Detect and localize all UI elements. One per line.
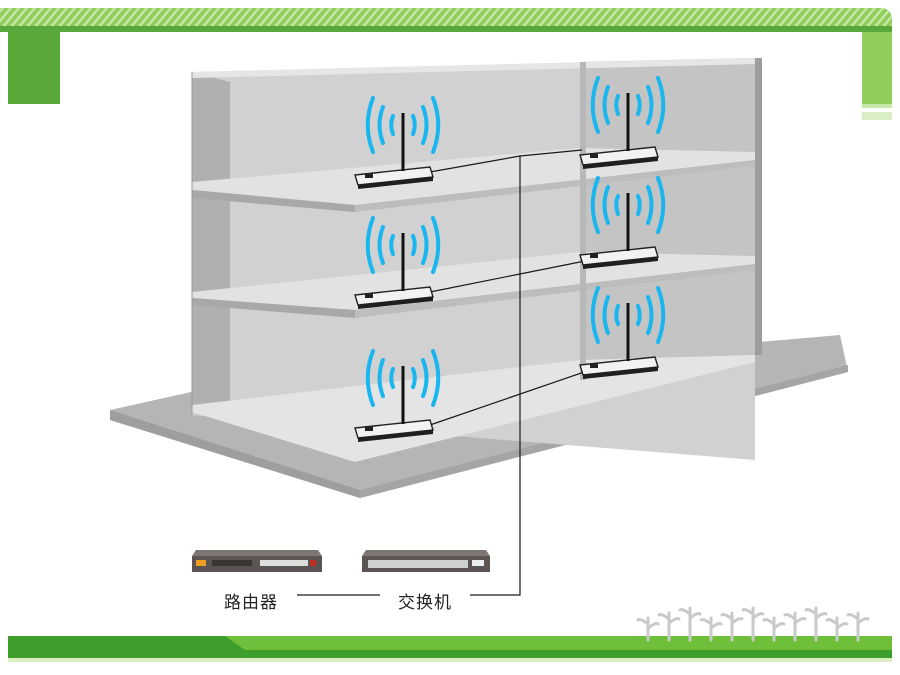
network-cables [297, 149, 591, 596]
rack-switch-icon [362, 550, 490, 572]
wireless-router-icon [354, 96, 441, 189]
router-label: 路由器 [224, 593, 278, 613]
wifi-signal-icon [365, 349, 441, 407]
wireless-router-icon [579, 286, 666, 379]
wifi-signal-icon [590, 76, 666, 134]
wifi-signal-icon [365, 96, 441, 154]
wifi-signal-icon [590, 176, 666, 234]
wireless-router-icon [354, 216, 441, 309]
wireless-router-icon [354, 349, 441, 442]
wifi-signal-icon [365, 216, 441, 274]
rack-router-icon [192, 550, 322, 572]
access-points [354, 76, 666, 442]
switch-label: 交换机 [398, 593, 452, 613]
plant-silhouette-decoration [636, 606, 870, 642]
building [191, 58, 762, 462]
wireless-router-icon [579, 176, 666, 269]
wifi-signal-icon [590, 286, 666, 344]
wireless-router-icon [579, 76, 666, 169]
footer-banner [8, 636, 892, 662]
